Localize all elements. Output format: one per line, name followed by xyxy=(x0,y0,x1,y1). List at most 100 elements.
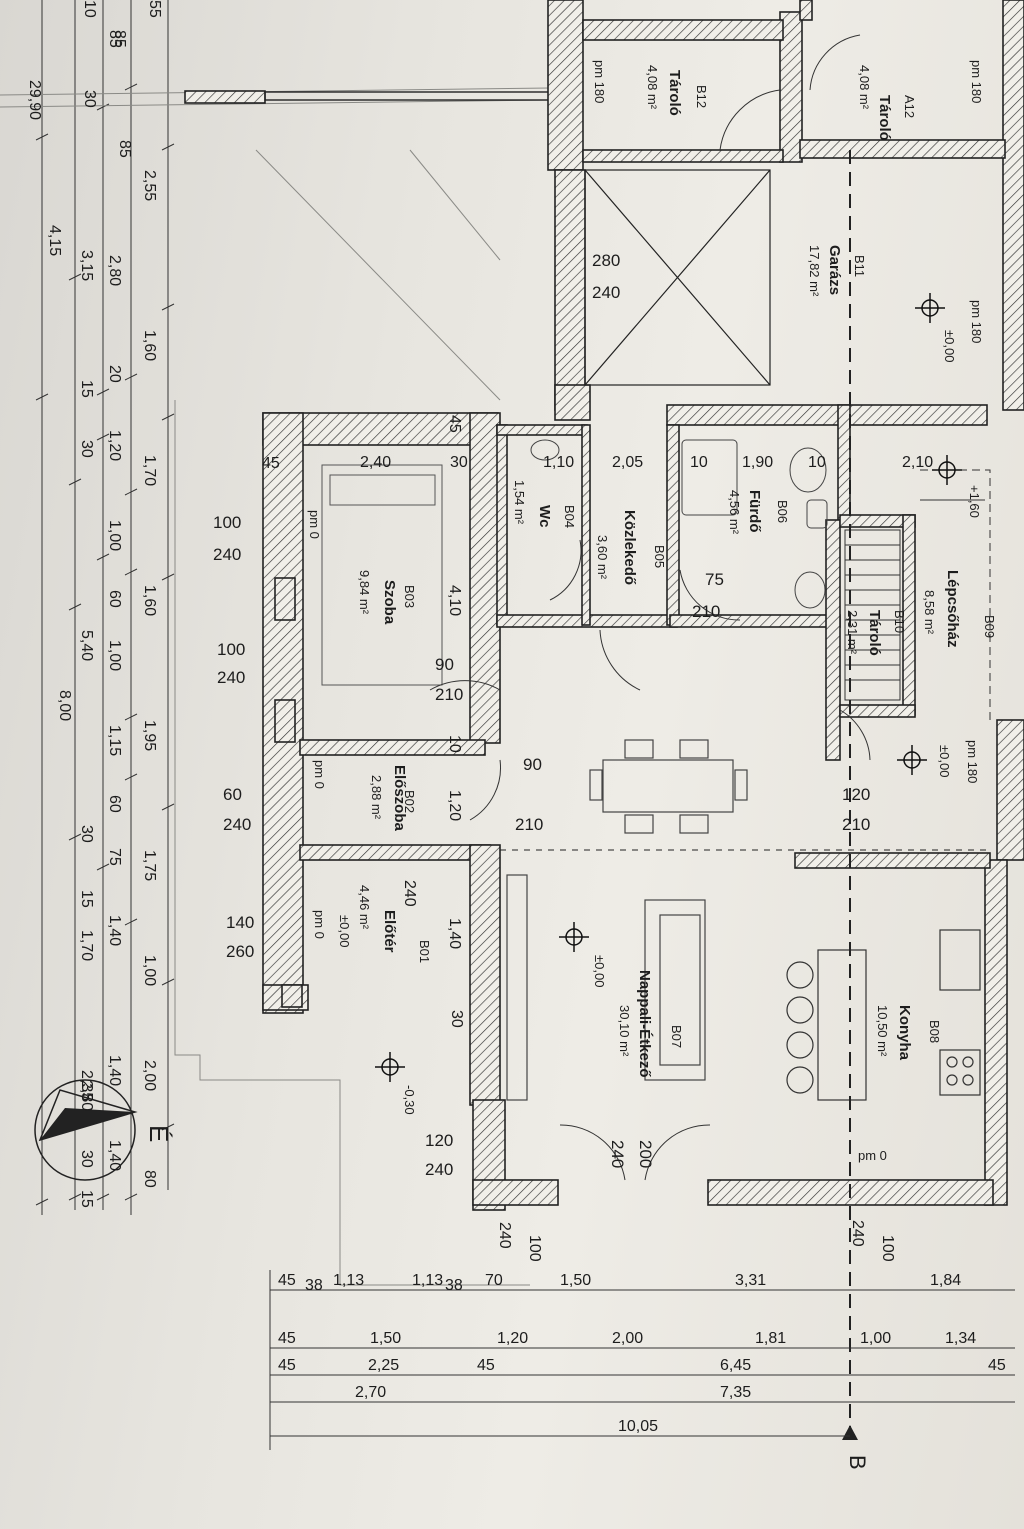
window-top: 140 xyxy=(226,913,254,932)
dimension-label: 2,40 xyxy=(360,454,391,471)
dimension-label: 45 xyxy=(278,1330,296,1347)
room-area: 4,08 m² xyxy=(645,65,660,110)
north-label: É xyxy=(144,1125,174,1142)
room-area: 4,08 m² xyxy=(857,65,872,110)
dimension-label: 1,20 xyxy=(106,430,123,461)
door-top: 90 xyxy=(435,655,454,674)
dimension-label: 15 xyxy=(78,890,95,908)
dimension-label: 1,40 xyxy=(106,1055,123,1086)
inner-dimension-text: 2,40 30 4,10 1,20 10 1,40 30 45 45 1,10 … xyxy=(262,415,933,1028)
room-name: Tároló xyxy=(666,70,683,116)
dimension-label: 3,15 xyxy=(78,250,95,281)
room-name: Előtér xyxy=(381,910,398,953)
dimension-label: 10 xyxy=(690,454,708,471)
room-area: 10,50 m² xyxy=(875,1005,890,1057)
dimension-label: 5,40 xyxy=(78,630,95,661)
room-level: ±0,00 xyxy=(592,955,607,987)
dimension-label: 1,40 xyxy=(106,915,123,946)
room-code: B04 xyxy=(562,505,577,528)
room-area: 3,60 m² xyxy=(595,535,610,580)
dimension-label: 1,50 xyxy=(370,1330,401,1347)
dimension-label: 75 xyxy=(106,848,123,866)
dimension-label: 1,50 xyxy=(560,1272,591,1289)
left-dimension-text: 2,55 1,60 1,70 1,60 1,95 1,75 1,00 2,00 … xyxy=(26,0,163,1208)
dimension-label: 1,70 xyxy=(78,930,95,961)
dimension-label: 2,00 xyxy=(141,1060,158,1091)
bottom-opening-labels: 240 100 240 100 xyxy=(496,1220,896,1262)
dimension-label: 30 xyxy=(448,1010,465,1028)
dimension-label: 85 xyxy=(116,140,133,158)
level-pm: pm 180 xyxy=(965,740,980,783)
door-top: 120 xyxy=(842,785,870,804)
dimension-label: 30 xyxy=(78,440,95,458)
dimension-label: 1,95 xyxy=(141,720,158,751)
level-entry: ±0,00 xyxy=(337,915,352,947)
room-code: B01 xyxy=(417,940,432,963)
room-name: Konyha xyxy=(896,1005,913,1061)
room-name: Közlekedő xyxy=(621,510,638,585)
dining-table xyxy=(589,739,748,834)
dimension-label: 30 xyxy=(78,1150,95,1168)
window-bottom: 240 xyxy=(223,815,251,834)
dimension-label: 45 xyxy=(988,1357,1006,1374)
window-bottom: 260 xyxy=(226,942,254,961)
window-top: 60 xyxy=(223,785,242,804)
dimension-label: 1,00 xyxy=(860,1330,891,1347)
dimension-label: 1,40 xyxy=(446,918,463,949)
dimension-label: 1,20 xyxy=(497,1330,528,1347)
dimension-label: 45 xyxy=(262,455,280,472)
room-name: Fürdő xyxy=(746,490,763,533)
room-name: Nappali-Étkező xyxy=(636,970,653,1078)
level-elev: ±0,00 xyxy=(942,330,957,362)
dimension-label: 15 xyxy=(78,1190,95,1208)
dimension-label: 3,31 xyxy=(735,1272,766,1289)
dimension-label: 100 xyxy=(526,1235,543,1262)
level-pm: pm 180 xyxy=(969,300,984,343)
dimension-label: 1,15 xyxy=(106,725,123,756)
dimension-label: 60 xyxy=(106,590,123,608)
room-code: B12 xyxy=(694,85,709,108)
dimension-label: 85 xyxy=(111,30,128,48)
room-name: Garázs xyxy=(826,245,843,295)
room-area: 1,54 m² xyxy=(512,480,527,525)
room-area: 4,56 m² xyxy=(727,490,742,535)
garage-door-top: 280 xyxy=(592,251,620,270)
dimension-label: 4,15 xyxy=(46,225,63,256)
dimension-label: 2,05 xyxy=(612,454,643,471)
room-name: Tároló xyxy=(866,610,883,656)
sofa xyxy=(506,874,706,1101)
level-markers xyxy=(375,293,962,1082)
dimension-label: 2,70 xyxy=(355,1384,386,1401)
window-bottom: 240 xyxy=(213,545,241,564)
dimension-label: 2,00 xyxy=(612,1330,643,1347)
dimension-label: 1,81 xyxy=(755,1330,786,1347)
opening-labels: 100 240 100 240 60 240 140 260 120 240 2… xyxy=(213,251,870,1179)
room-code: B08 xyxy=(927,1020,942,1043)
garage-void-cross xyxy=(584,169,771,386)
room-area: 9,84 m² xyxy=(357,570,372,615)
dimension-label: 6,45 xyxy=(720,1357,751,1374)
room-name: Wc xyxy=(536,505,553,528)
door-bottom: 210 xyxy=(515,815,543,834)
room-area: 17,82 m² xyxy=(807,245,822,297)
dimension-label: 1,00 xyxy=(141,955,158,986)
dimension-label: 1,90 xyxy=(742,454,773,471)
room-code: A12 xyxy=(902,95,917,118)
dimension-label: 45 xyxy=(278,1357,296,1374)
dimension-label: 240 xyxy=(496,1222,513,1249)
dimension-label: 1,84 xyxy=(930,1272,961,1289)
room-area: 2,88 m² xyxy=(369,775,384,820)
room-name: Előszoba xyxy=(391,765,408,832)
dimension-label: 80 xyxy=(141,1170,158,1188)
room-area: 8,58 m² xyxy=(922,590,937,635)
room-code: B05 xyxy=(652,545,667,568)
bottom-dimension-text: 45 38 1,13 1,13 38 70 1,50 3,31 1,84 45 … xyxy=(278,1272,1006,1435)
dimension-label: 10,05 xyxy=(618,1418,658,1435)
dimension-label: 15 xyxy=(78,380,95,398)
room-level: pm 180 xyxy=(592,60,607,103)
dimension-label: 29,90 xyxy=(26,80,43,120)
room-level: pm 0 xyxy=(312,910,327,939)
dimension-label: 38 xyxy=(305,1277,323,1294)
room-level: pm 0 xyxy=(312,760,327,789)
